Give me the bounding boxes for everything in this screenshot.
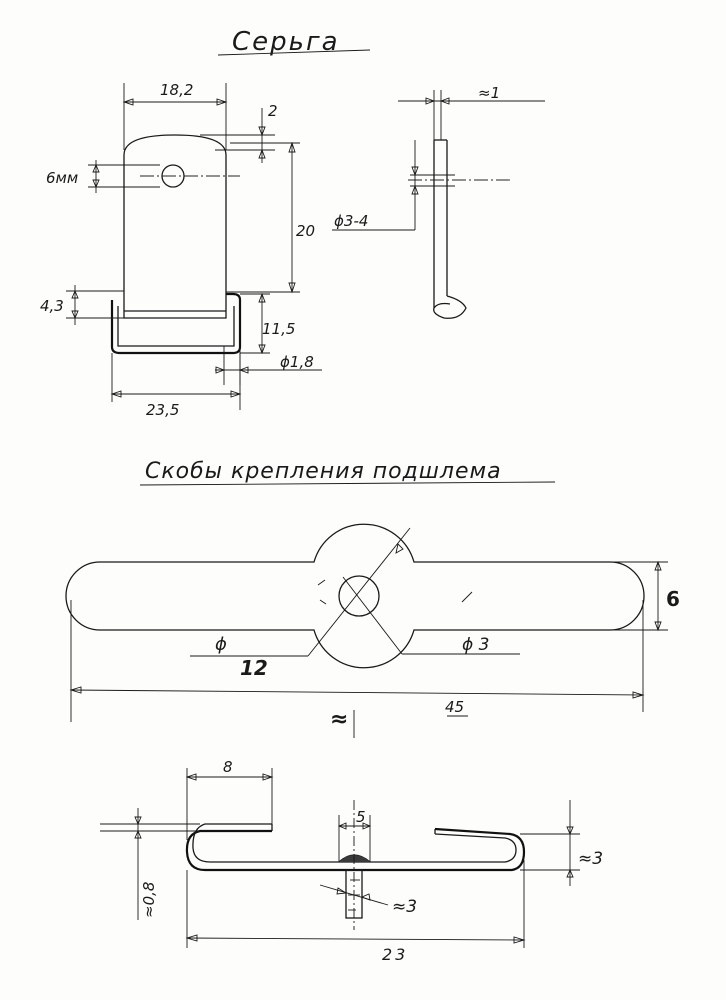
dim-wire-diameter-label: ϕ1,8	[280, 353, 314, 371]
dim-side-thickness: ≈1	[398, 84, 545, 140]
dim-loop-height: 11,5	[240, 292, 295, 355]
brackets-title: Скобы крепления подшлема	[145, 459, 502, 484]
dim-bracket-side-height-label: ≈3	[578, 849, 603, 869]
dim-tab-length-label: 8	[223, 758, 233, 776]
dim-length-label: 20	[296, 222, 315, 240]
dim-length: 20	[226, 141, 315, 294]
dim-gap-top: 2	[200, 102, 278, 163]
dim-hole-offset-label: 6мм	[46, 169, 78, 187]
dim-outer-diameter-prefix: ϕ	[215, 634, 227, 655]
dim-bracket-thickness: ≈0,8	[100, 808, 200, 920]
dim-total-approx: ≈	[330, 707, 348, 732]
bracket-top-view	[65, 523, 645, 669]
dim-total-length-label: 45	[445, 698, 464, 716]
dim-loop-height-label: 11,5	[262, 320, 295, 338]
earring-plate-outline	[123, 134, 227, 292]
dim-bottom-height: 4,3	[40, 285, 124, 325]
dim-bracket-height-label: 6	[666, 587, 680, 611]
dim-gap-top-label: 2	[268, 102, 278, 120]
dim-outer-diameter: ϕ 12	[190, 527, 411, 680]
dim-rivet-length-label: ≈3	[392, 897, 417, 917]
dim-side-thickness-label: ≈1	[478, 84, 500, 102]
dim-width-bottom: 23,5	[110, 353, 242, 419]
earring-wire-loop	[110, 292, 242, 355]
dim-hole-offset: 6мм	[46, 160, 160, 193]
dim-rivet-length: ≈3	[319, 884, 417, 917]
earring-title-underline	[217, 49, 371, 56]
dim-width-bottom-label: 23,5	[146, 401, 179, 419]
dim-inner-diameter-label: ϕ 3	[462, 635, 489, 655]
bracket-bent-profile	[185, 827, 526, 872]
dim-bottom-height-label: 4,3	[40, 297, 64, 315]
dim-rivet-width-label: 5	[356, 808, 366, 826]
earring-clip-inner	[123, 292, 227, 319]
dim-bracket-thickness-label: ≈0,8	[140, 882, 158, 918]
bracket-side-view	[185, 800, 526, 930]
dim-rivet-width: 5	[337, 808, 372, 862]
dim-bracket-side-height: ≈3	[520, 800, 603, 886]
dim-outer-diameter-label: 12	[240, 656, 268, 680]
earring-front-view	[110, 134, 242, 355]
dim-total-length: 45 ≈	[69, 600, 645, 738]
bracket-center-hole	[338, 575, 380, 617]
dim-hole-diameter: ϕ3-4	[332, 140, 419, 231]
earring-side-view	[408, 139, 510, 319]
dim-wire-diameter: ϕ1,8	[215, 346, 322, 385]
dim-width-top: 18,2	[122, 81, 228, 150]
brackets-title-underline	[139, 481, 556, 486]
dim-tab-length: 8	[185, 758, 274, 840]
dim-bottom-length: 23	[185, 860, 526, 964]
dim-hole-diameter-label: ϕ3-4	[334, 212, 368, 230]
dim-width-top-label: 18,2	[160, 81, 193, 99]
dim-bottom-length-label: 23	[382, 945, 408, 964]
earring-wire-inner	[117, 306, 235, 347]
dim-bracket-height: 6	[610, 560, 680, 632]
dim-inner-diameter: ϕ 3	[342, 576, 520, 655]
bracket-plate-outline	[65, 523, 645, 669]
